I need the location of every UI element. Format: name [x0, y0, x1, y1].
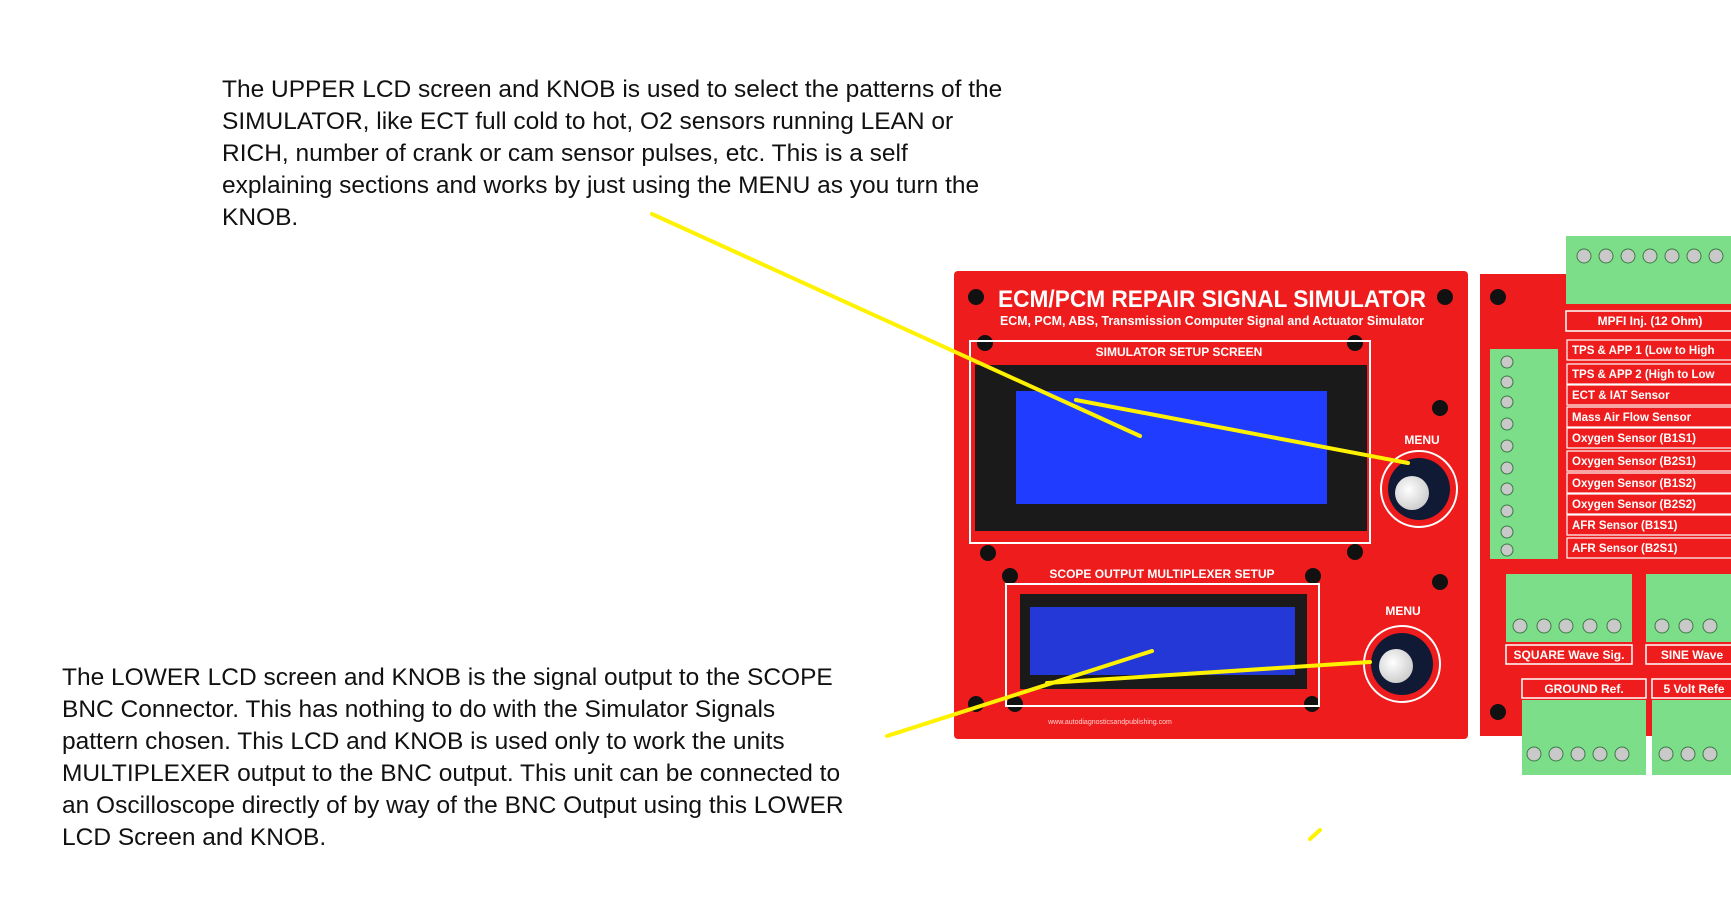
lower-knob-label: MENU — [1385, 604, 1420, 618]
sensor-label-box — [1566, 339, 1731, 361]
square-label-box — [1505, 644, 1633, 665]
sine-terminal-block — [1646, 574, 1731, 642]
sine-wave-label: SINE Wave — [1661, 648, 1724, 662]
ground-ref-label: GROUND Ref. — [1544, 682, 1623, 696]
square-terminal-block — [1506, 574, 1632, 642]
sensor-label: Mass Air Flow Sensor — [1572, 412, 1692, 424]
sensor-label: TPS & APP 2 (High to Low — [1572, 369, 1715, 381]
sensor-label: AFR Sensor (B1S1) — [1572, 520, 1678, 532]
sensor-label-box — [1566, 450, 1731, 472]
sensor-label: TPS & APP 1 (Low to High — [1572, 345, 1714, 357]
lower-section-label: SCOPE OUTPUT MULTIPLEXER SETUP — [1049, 567, 1274, 581]
sensor-label-box — [1566, 363, 1731, 385]
mpfi-terminal-block — [1566, 236, 1731, 304]
upper-lcd-note: The UPPER LCD screen and KNOB is used to… — [222, 76, 1003, 231]
sensor-label: Oxygen Sensor (B1S2) — [1572, 478, 1696, 490]
lower-menu-knob[interactable] — [1363, 625, 1441, 703]
sensor-label-box — [1566, 493, 1731, 515]
sensor-label-box — [1566, 406, 1731, 428]
ground-terminal-block — [1522, 700, 1646, 775]
lower-lcd-screen[interactable] — [1030, 607, 1295, 675]
device-title: ECM/PCM REPAIR SIGNAL SIMULATOR — [998, 286, 1426, 313]
website-text: www.autodiagnosticsandpublishing.com — [1047, 719, 1172, 726]
sensor-label: Oxygen Sensor (B2S2) — [1572, 499, 1696, 511]
upper-lcd-screen[interactable] — [1016, 391, 1327, 504]
mpfi-label: MPFI Inj. (12 Ohm) — [1598, 314, 1703, 328]
volt-terminal-block — [1652, 700, 1731, 775]
square-wave-label: SQUARE Wave Sig. — [1514, 648, 1625, 662]
sensor-label-box — [1566, 472, 1731, 494]
upper-menu-knob[interactable] — [1380, 450, 1458, 528]
sensor-label: AFR Sensor (B2S1) — [1572, 543, 1678, 555]
mpfi-label-box — [1565, 310, 1731, 332]
sensor-label-box — [1566, 384, 1731, 406]
lower-section-outline — [1005, 583, 1320, 707]
upper-knob-label: MENU — [1404, 433, 1439, 447]
sine-label-box — [1645, 644, 1731, 665]
volt-label-box — [1651, 678, 1731, 699]
ground-label-box — [1521, 678, 1647, 699]
sensor-label: Oxygen Sensor (B1S1) — [1572, 433, 1696, 445]
sensor-label-box — [1566, 427, 1731, 449]
sensor-terminal-block — [1490, 349, 1558, 559]
sensor-label: ECT & IAT Sensor — [1572, 390, 1670, 402]
upper-section-label: SIMULATOR SETUP SCREEN — [1096, 345, 1263, 359]
sensor-label-box — [1566, 514, 1731, 536]
five-volt-ref-label: 5 Volt Refe — [1663, 682, 1724, 696]
sensor-label: Oxygen Sensor (B2S1) — [1572, 456, 1696, 468]
lower-lcd-note: The LOWER LCD screen and KNOB is the sig… — [62, 664, 844, 851]
device-subtitle: ECM, PCM, ABS, Transmission Computer Sig… — [1000, 313, 1424, 328]
sensor-label-box — [1566, 537, 1731, 559]
